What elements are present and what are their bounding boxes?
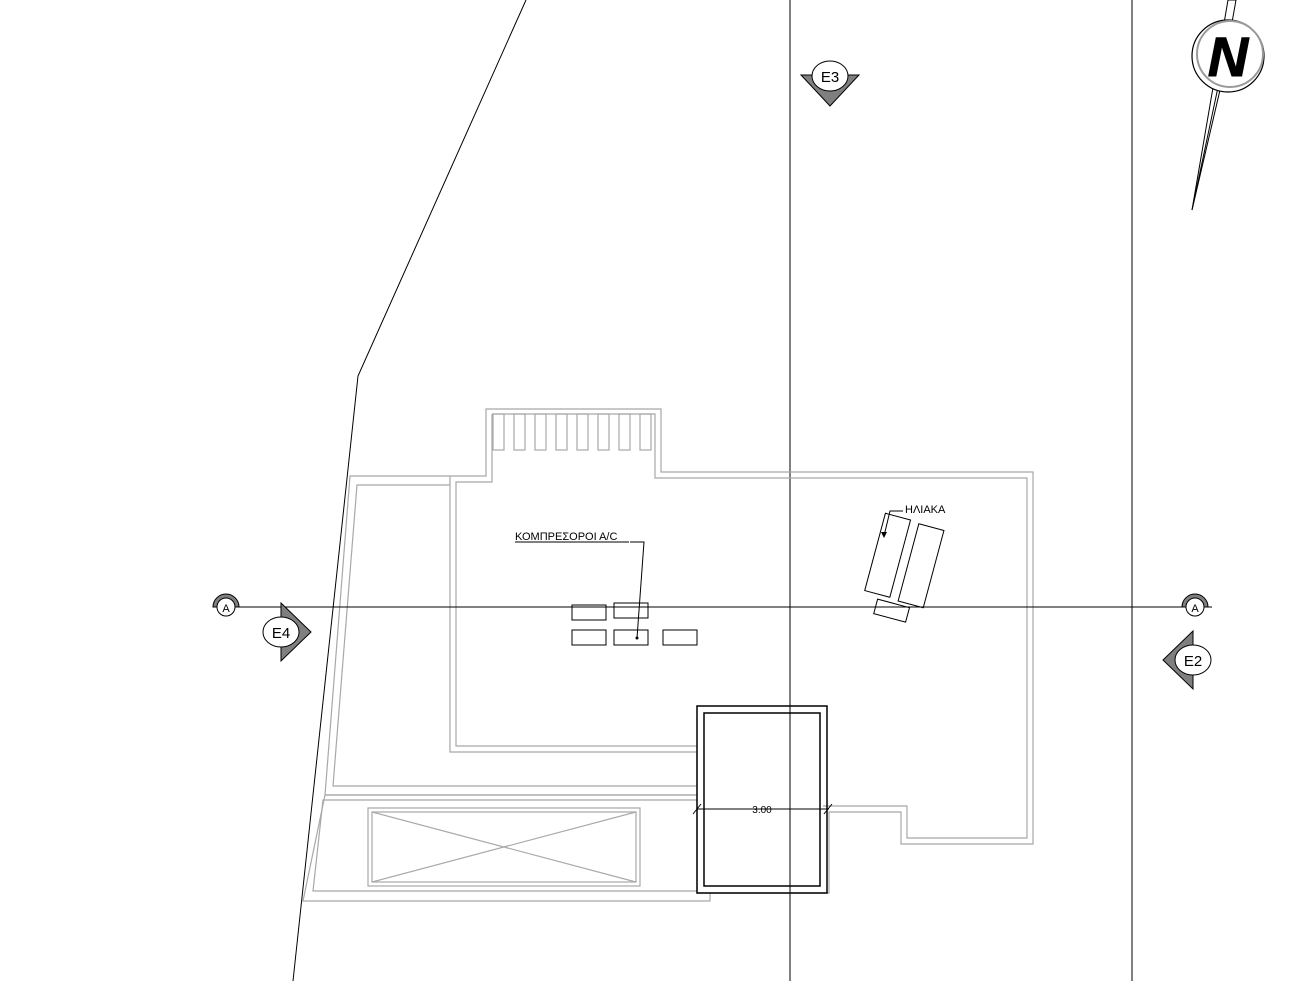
stair-core: [696, 705, 828, 894]
elevation-right-label: E2: [1184, 653, 1202, 670]
dimension-label: 3.00: [752, 805, 772, 816]
elevation-left-label: E4: [272, 625, 290, 642]
elevation-marker-e2: E2: [1162, 629, 1212, 691]
left-terrace: [324, 475, 697, 796]
elevation-top-label: E3: [821, 69, 839, 86]
north-arrow-icon: N: [1191, 0, 1265, 211]
section-left-label: A: [222, 603, 230, 615]
section-right-label: A: [1191, 603, 1199, 615]
ac-compressors: ΚΟΜΠΡΕΣΟΡΟΙ Α/C: [515, 531, 698, 646]
section-marker-left: A: [212, 593, 240, 617]
compressors-label: ΚΟΜΠΡΕΣΟΡΟΙ Α/C: [515, 531, 617, 543]
site-boundary: [292, 0, 1133, 981]
pool-area: [302, 794, 711, 902]
dimension-3-00: 3.00: [692, 803, 833, 816]
parapet-slats: [492, 413, 652, 451]
section-marker-right: A: [1181, 593, 1209, 617]
solar-label: ΗΛΙΑΚΑ: [905, 504, 946, 516]
elevation-marker-e4: E4: [262, 601, 312, 663]
solar-panels: ΗΛΙΑΚΑ: [864, 504, 946, 623]
building-outline: [449, 408, 1034, 894]
section-line-a: A A: [212, 593, 1212, 617]
elevation-marker-e3: E3: [799, 60, 861, 107]
north-label: N: [1208, 25, 1250, 88]
